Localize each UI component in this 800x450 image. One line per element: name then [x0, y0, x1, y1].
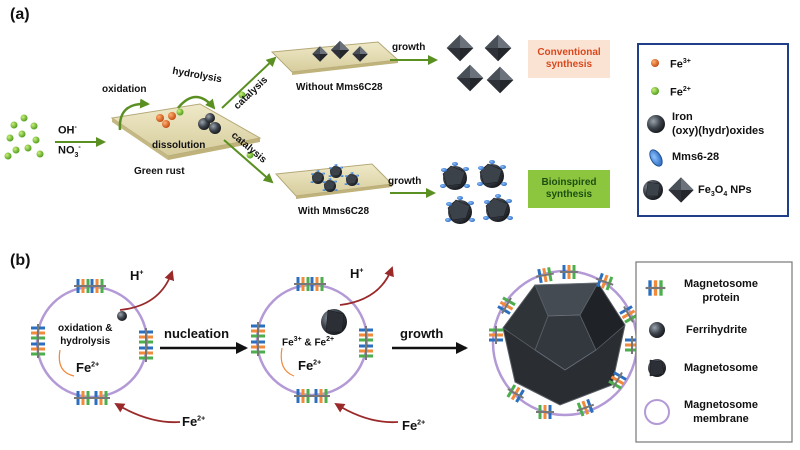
h-plus-arrow [119, 270, 175, 311]
magnetosome-swatch [648, 359, 666, 377]
panel-a-label: (a) [10, 6, 30, 23]
with-label: With Mms6C28 [298, 206, 370, 217]
fe2-outflow-label-1: Fe2+ [182, 414, 206, 429]
legend-nps-label: Fe3O4 NPs [698, 184, 752, 199]
panel-b-label: (b) [10, 252, 31, 269]
vesicle-oxidation [31, 279, 153, 405]
growth-top-label: growth [392, 42, 426, 53]
legend-a-box [637, 43, 789, 217]
growth-label-b: growth [400, 326, 444, 341]
oh-label: OH- [58, 124, 77, 137]
legend-fe2-label: Fe2+ [670, 86, 691, 99]
h-plus-label-2: H+ [350, 266, 364, 281]
plate-with-mms6c28 [274, 163, 394, 199]
ferrihydrite-swatch [649, 322, 665, 338]
hydrolysis-arrow [177, 95, 216, 110]
fe3-fe2-label: Fe3+ & Fe2+ [282, 336, 335, 349]
fe3o4-np-swatch [643, 177, 694, 203]
fe2-legend-swatch [651, 87, 659, 95]
fe2-inside-label-2: Fe2+ [298, 358, 322, 373]
nucleation-label: nucleation [164, 326, 230, 341]
h-plus-arrow [339, 266, 394, 306]
oxidation-label: oxidation [102, 84, 147, 95]
conventional-octahedra [446, 34, 514, 94]
magnetosome-membrane-swatch [644, 399, 670, 425]
h-plus-label-1: H+ [130, 268, 144, 283]
legend-ferrihydrite-label: Ferrihydrite [686, 324, 748, 336]
mms6-28-swatch [649, 149, 663, 167]
oxidation-arrow [118, 98, 150, 131]
mature-magnetosome [489, 265, 640, 419]
legend-mms-label: Mms6-28 [672, 151, 720, 163]
fe2-ion-cluster [4, 114, 44, 160]
catalysis-top-arrow [221, 56, 277, 109]
fe2-inflow-arrow [334, 402, 399, 424]
no3-label: NO3- [58, 144, 81, 159]
catalysis-bottom-arrow [223, 139, 274, 184]
bioinspired-nanoparticles [439, 159, 514, 225]
dissolution-label: dissolution [152, 140, 206, 151]
iron-oxyhydroxide-swatch [647, 115, 665, 133]
vesicle-nucleation [251, 277, 373, 403]
green-rust-plate [110, 103, 262, 160]
legend-magnetosome-label: Magnetosome [684, 362, 758, 374]
fe2-outflow-label-2: Fe2+ [402, 418, 426, 433]
without-label: Without Mms6C28 [296, 82, 383, 93]
fe2-ion-green [238, 91, 246, 99]
fe2-inside-label-1: Fe2+ [76, 360, 100, 375]
fe2-ion-green [246, 151, 254, 159]
green-rust-label: Green rust [134, 166, 185, 177]
magnetosome-protein-swatch [645, 280, 666, 296]
fe3-legend-swatch [651, 59, 659, 67]
growth-bottom-label: growth [388, 176, 422, 187]
plate-without-mms6c28 [270, 40, 400, 75]
legend-fe3-label: Fe3+ [670, 58, 691, 71]
fe2-inflow-arrow [114, 402, 181, 424]
legend-iron-label: Iron(oxy)(hydr)oxides [672, 111, 765, 137]
oxidation-hydrolysis-label: oxidation &hydrolysis [58, 323, 113, 347]
